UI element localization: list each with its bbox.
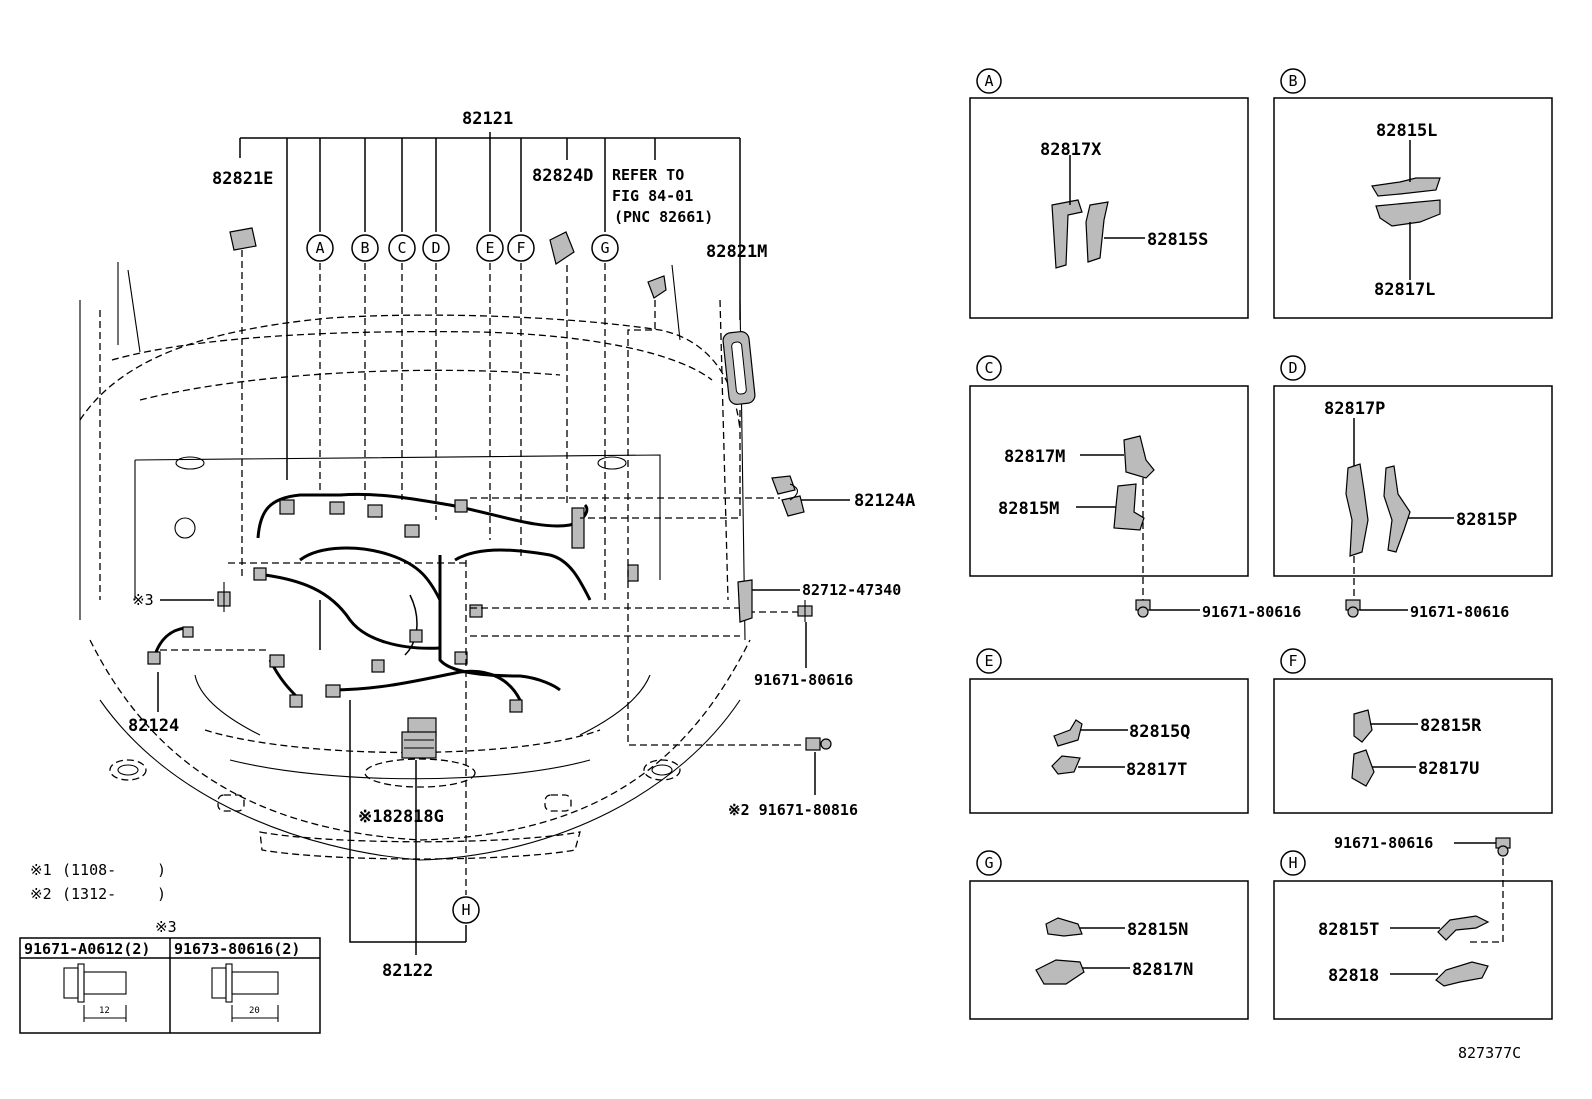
svg-text:G: G: [600, 239, 609, 257]
bolt-91671-80616-glyph: [797, 600, 813, 622]
figure-id: 827377C: [1458, 1044, 1521, 1062]
callout-D: D: [422, 234, 450, 262]
fastener-table: ※3 91671-A0612(2) 91673-80616(2) 12 20: [19, 918, 321, 1034]
svg-text:E: E: [984, 652, 993, 670]
label-82817X: 82817X: [1040, 140, 1102, 160]
label-82817M: 82817M: [1004, 447, 1065, 467]
note-2-mark: ※2: [30, 885, 52, 903]
clip-82661-glyph: [647, 275, 667, 299]
svg-text:C: C: [984, 359, 993, 377]
detail-box-C: C 82817M 82815M 91671-80616: [969, 355, 1301, 621]
fastener-col-1: 91671-A0612(2): [24, 940, 150, 958]
fastener-dim-2: 20: [249, 1006, 260, 1016]
label-82815N: 82815N: [1127, 920, 1188, 940]
label-82817P: 82817P: [1324, 399, 1385, 419]
svg-text:A: A: [315, 239, 324, 257]
detail-box-G: G 82815N 82817N: [969, 850, 1249, 1020]
label-82121: 82121: [462, 109, 513, 129]
label-82815L: 82815L: [1376, 121, 1437, 141]
main-harness: [147, 492, 639, 713]
detail-box-H: H 91671-80616 82815T 82818: [1273, 834, 1553, 1020]
detail-box-E: E 82815Q 82817T: [969, 648, 1249, 814]
label-82817U: 82817U: [1418, 759, 1479, 779]
bolt-20mm-icon: [211, 963, 279, 1022]
label-82124A: 82124A: [854, 491, 915, 511]
main-labels: 82121 82821E 82824D REFER TO FIG 84-01 (…: [128, 109, 915, 981]
note-1-range: (1108-: [62, 861, 116, 879]
label-82817N: 82817N: [1132, 960, 1193, 980]
callout-leaders: [157, 132, 850, 955]
refer-line-3: (PNC 82661): [614, 208, 713, 226]
detail-box-D: D 82817P 82815P 91671-80616: [1273, 355, 1553, 621]
callout-C: C: [388, 234, 416, 262]
callout-G: G: [591, 234, 619, 262]
svg-text:A: A: [984, 72, 993, 90]
label-91671-80616-C: 91671-80616: [1202, 603, 1301, 621]
label-82815M: 82815M: [998, 499, 1059, 519]
label-82815P: 82815P: [1456, 510, 1517, 530]
label-82821M: 82821M: [706, 242, 767, 262]
bracket-82712-glyph: [737, 579, 753, 623]
svg-text:B: B: [360, 239, 369, 257]
bolt-91671-80816-glyph: [805, 737, 832, 751]
svg-text:C: C: [397, 239, 406, 257]
svg-text:D: D: [431, 239, 440, 257]
main-callout-circles: A B C D E F G H: [306, 234, 619, 924]
label-82817T: 82817T: [1126, 760, 1187, 780]
note-2-close: ): [157, 885, 166, 903]
fastener-table-title: ※3: [155, 918, 177, 936]
refer-line-1: REFER TO: [612, 166, 684, 184]
label-82815R: 82815R: [1420, 716, 1482, 736]
note-1-mark: ※1: [30, 861, 52, 879]
clip-82824D-glyph: [549, 231, 575, 265]
label-star3-main: ※3: [132, 591, 154, 609]
svg-text:F: F: [1288, 652, 1297, 670]
label-82818G: ※182818G: [358, 807, 444, 827]
applicability-notes: ※1 (1108- ) ※2 (1312- ): [30, 861, 166, 903]
callout-F: F: [507, 234, 535, 262]
label-91671-80616-H: 91671-80616: [1334, 834, 1433, 852]
label-82818: 82818: [1328, 966, 1379, 986]
svg-text:D: D: [1288, 359, 1297, 377]
label-91671-80616-main: 91671-80616: [754, 671, 853, 689]
callout-B: B: [351, 234, 379, 262]
bolt-12mm-icon: [63, 963, 127, 1022]
fastener-dim-1: 12: [99, 1006, 110, 1016]
label-82712-47340: 82712-47340: [802, 581, 901, 599]
label-82122: 82122: [382, 961, 433, 981]
label-82817L: 82817L: [1374, 280, 1435, 300]
label-82821E: 82821E: [212, 169, 273, 189]
connector-82124A-glyph: [771, 475, 805, 517]
refer-line-2: FIG 84-01: [612, 187, 693, 205]
detail-box-F: F 82815R 82817U: [1273, 648, 1553, 814]
callout-E: E: [476, 234, 504, 262]
svg-text:E: E: [485, 239, 494, 257]
svg-text:G: G: [984, 854, 993, 872]
bracket-82821E-glyph: [229, 227, 257, 251]
cover-82821M-inner: [731, 341, 747, 395]
callout-A: A: [306, 234, 334, 262]
main-part-glyphs: [217, 227, 832, 759]
vehicle-outline: [79, 262, 751, 861]
fastener-col-2: 91673-80616(2): [174, 940, 300, 958]
label-91671-80616-D: 91671-80616: [1410, 603, 1509, 621]
label-82824D: 82824D: [532, 166, 593, 186]
label-82815T: 82815T: [1318, 920, 1379, 940]
label-82815Q: 82815Q: [1129, 722, 1190, 742]
svg-text:H: H: [1288, 854, 1297, 872]
detail-box-B: B 82815L 82817L: [1273, 68, 1553, 319]
note-2-range: (1312-: [62, 885, 116, 903]
bolt-star3-glyph: [217, 582, 231, 612]
detail-box-A: A 82817X 82815S: [969, 68, 1249, 319]
callout-H: H: [452, 896, 480, 924]
note-1-close: ): [157, 861, 166, 879]
label-82815S: 82815S: [1147, 230, 1208, 250]
svg-text:H: H: [461, 901, 470, 919]
svg-text:B: B: [1288, 72, 1297, 90]
svg-text:F: F: [516, 239, 525, 257]
label-82124: 82124: [128, 716, 179, 736]
clamp-82818G-glyph: [401, 717, 437, 759]
label-91671-80816: ※2 91671-80816: [728, 801, 858, 819]
